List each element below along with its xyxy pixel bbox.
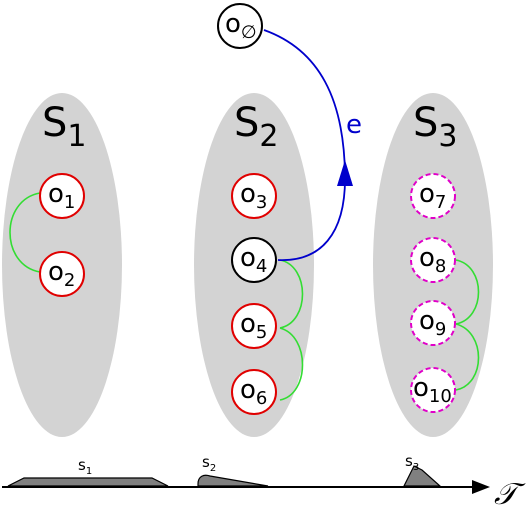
set-s1-label-main: S <box>42 100 67 146</box>
set-s3-label-main: S <box>413 100 438 146</box>
object-o3-circle <box>231 173 277 219</box>
set-s1-label-sub: 1 <box>67 119 86 154</box>
profile-s2-shape <box>197 474 269 487</box>
object-o8-label: o8 <box>419 243 446 277</box>
object-o5: o5 <box>231 303 277 349</box>
object-o8-circle <box>410 237 456 283</box>
object-o5-label: o5 <box>240 309 267 343</box>
object-o6-label: o6 <box>240 375 267 409</box>
object-o2-circle <box>39 251 85 297</box>
object-o1-label: o1 <box>48 179 75 213</box>
object-o7: o7 <box>410 173 456 219</box>
edge-e-arrowhead <box>337 160 353 186</box>
object-o4-label: o4 <box>240 243 267 277</box>
object-o2-label: o2 <box>48 257 75 291</box>
object-o9-label: o9 <box>419 306 446 340</box>
object-o5-circle <box>231 303 277 349</box>
link-o1-o2 <box>9 192 41 273</box>
object-o-empty-label: o∅ <box>225 9 257 43</box>
object-o3: o3 <box>231 173 277 219</box>
object-o10-label: o10 <box>413 373 452 407</box>
set-s3-label-sub: 3 <box>438 119 457 154</box>
time-axis-label: 𝒯 <box>494 477 526 512</box>
set-s1-label: S1 <box>42 100 86 154</box>
profile-s1-shape <box>7 477 169 487</box>
object-o1-circle <box>39 173 85 219</box>
profile-s1-label: s1 <box>78 456 92 477</box>
timeline: 𝒯 s1 s2 s3 <box>2 452 526 512</box>
link-o5-o6 <box>279 327 304 401</box>
link-o8-o9 <box>455 259 480 325</box>
object-o8: o8 <box>410 237 456 283</box>
object-o-empty: o∅ <box>217 3 263 49</box>
object-o3-label: o3 <box>240 179 267 213</box>
time-axis-arrowhead <box>472 480 490 494</box>
edge-e-label: e <box>346 110 362 140</box>
object-o-empty-circle <box>217 3 263 49</box>
object-o10-circle <box>410 367 456 413</box>
object-o10: o10 <box>410 367 456 413</box>
object-o7-label: o7 <box>419 179 446 213</box>
profile-s3-label: s3 <box>405 452 419 473</box>
object-o1: o1 <box>39 173 85 219</box>
profile-s2-label: s2 <box>202 453 216 474</box>
set-s2-label: S2 <box>234 100 278 154</box>
object-o6: o6 <box>231 369 277 415</box>
object-o9: o9 <box>410 300 456 346</box>
link-o4-o5 <box>279 259 304 329</box>
set-s2-label-main: S <box>234 100 259 146</box>
object-o9-circle <box>410 300 456 346</box>
object-o4-circle <box>231 237 277 283</box>
object-o4: o4 <box>231 237 277 283</box>
object-o6-circle <box>231 369 277 415</box>
set-s3-label: S3 <box>413 100 457 154</box>
link-o9-o10 <box>455 323 480 391</box>
object-o2: o2 <box>39 251 85 297</box>
set-s2-label-sub: 2 <box>259 119 278 154</box>
object-o7-circle <box>410 173 456 219</box>
